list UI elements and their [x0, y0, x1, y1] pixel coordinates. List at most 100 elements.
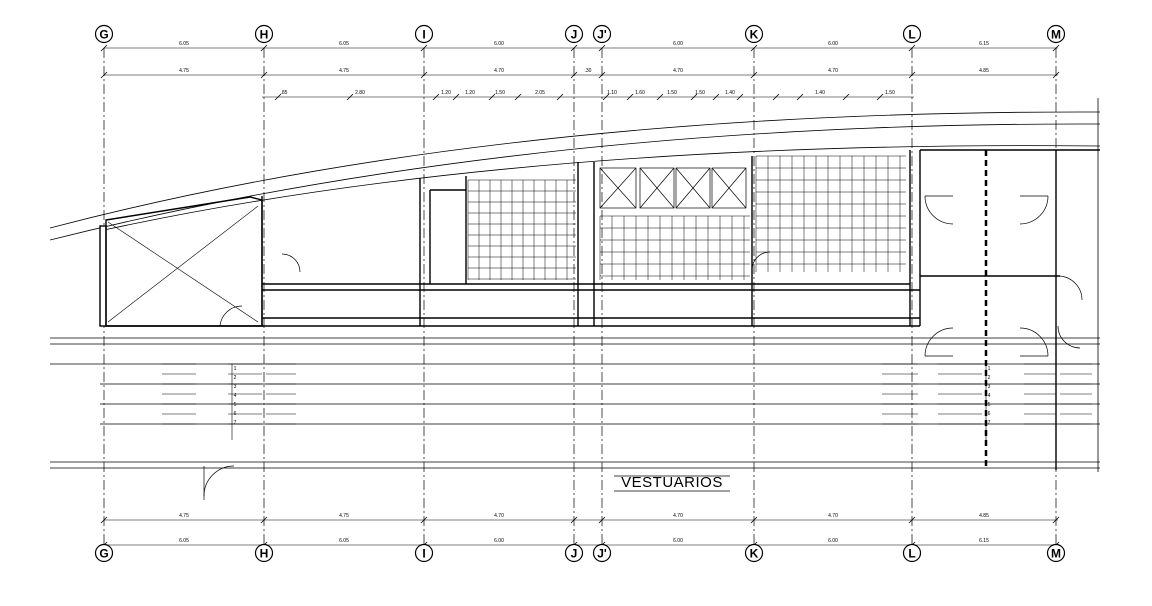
dimension-value: 1.50 — [495, 90, 505, 96]
stair-number: 7 — [988, 420, 991, 426]
dimension-tick — [570, 44, 578, 52]
dimension-tick — [100, 516, 108, 524]
dimension-value: 6.05 — [179, 41, 189, 47]
dimension-value: 4.85 — [979, 68, 989, 74]
dimension-value: 1.50 — [885, 90, 895, 96]
stair-number: 5 — [988, 402, 991, 408]
dimension-tick — [598, 44, 606, 52]
dimension-tick — [100, 71, 108, 79]
axis-label: J — [571, 28, 578, 42]
dimension-tick — [842, 93, 850, 101]
axis-label: J' — [597, 547, 607, 561]
building-walls — [99, 149, 1100, 470]
axis-bubble — [744, 24, 764, 44]
dimension-value: 2.80 — [355, 90, 365, 96]
dimension-tick — [420, 71, 428, 79]
stair-number: 4 — [988, 393, 991, 399]
dimension-tick — [598, 516, 606, 524]
dimension-value: 6.00 — [494, 538, 504, 544]
dimension-tick — [750, 516, 758, 524]
dimension-tick — [876, 93, 884, 101]
axis-label: L — [908, 547, 915, 561]
shaft-cross — [107, 205, 259, 323]
dimension-value: 4.70 — [828, 513, 838, 519]
dimension-value: 6.05 — [179, 538, 189, 544]
dimension-value: .30 — [585, 68, 592, 74]
dimension-tick — [1052, 44, 1060, 52]
dimension-tick — [690, 93, 698, 101]
dimension-tick — [750, 71, 758, 79]
dimension-tick — [602, 93, 610, 101]
dimension-value: 6.00 — [673, 41, 683, 47]
dimension-tick — [1052, 71, 1060, 79]
dimension-value: 2.05 — [535, 90, 545, 96]
stair-number: 2 — [988, 375, 991, 381]
dimension-value: 6.00 — [494, 41, 504, 47]
dimension-value: 4.70 — [494, 513, 504, 519]
axis-bubble — [94, 24, 114, 44]
stair-number: 4 — [234, 393, 237, 399]
dimension-tick — [274, 93, 282, 101]
dimension-value: 1.20 — [441, 90, 451, 96]
dimension-tick — [626, 93, 634, 101]
dimension-tick — [260, 516, 268, 524]
dimension-tick — [656, 93, 664, 101]
dimension-tick — [100, 44, 108, 52]
dimension-tick — [420, 516, 428, 524]
dimension-value: 6.05 — [339, 41, 349, 47]
dimension-tick — [908, 71, 916, 79]
dimension-ticks — [100, 44, 1060, 549]
axis-bubble — [564, 543, 584, 563]
dimension-value: 4.70 — [673, 68, 683, 74]
dimension-value: 4.85 — [979, 513, 989, 519]
dimension-value: 1.60 — [635, 90, 645, 96]
stair-number: 3 — [234, 384, 237, 390]
dimension-value: 1.40 — [815, 90, 825, 96]
axis-label: K — [750, 28, 759, 42]
axis-label: J — [571, 547, 578, 561]
axis-bubble — [254, 24, 274, 44]
dimension-value: 1.20 — [465, 90, 475, 96]
dimension-tick — [346, 93, 354, 101]
axis-bubble — [744, 543, 764, 563]
dimension-tick — [514, 93, 522, 101]
dimension-value: 4.70 — [673, 513, 683, 519]
dimension-value: 4.70 — [494, 68, 504, 74]
shower-stalls — [599, 167, 747, 209]
stair-number: 5 — [234, 402, 237, 408]
dimension-tick — [736, 93, 744, 101]
dimension-value: 6.00 — [828, 538, 838, 544]
axis-label: H — [260, 28, 269, 42]
dimension-tick — [750, 44, 758, 52]
dimension-tick — [796, 93, 804, 101]
corridor-lines — [50, 337, 1100, 469]
axis-label: K — [750, 547, 759, 561]
stair-number: 2 — [234, 375, 237, 381]
dimension-value: 4.75 — [339, 68, 349, 74]
door-swings — [203, 195, 1083, 500]
dimension-value: 6.05 — [339, 538, 349, 544]
axis-bubble — [902, 543, 922, 563]
dimension-lines — [104, 47, 1058, 546]
dimension-tick — [598, 71, 606, 79]
dimension-value: 6.15 — [979, 538, 989, 544]
dimension-value: 1.10 — [607, 90, 617, 96]
drawing-title: VESTUARIOS — [621, 474, 723, 491]
axis-label: I — [422, 28, 425, 42]
axis-bubble — [414, 543, 434, 563]
dimension-tick — [260, 44, 268, 52]
dimension-tick — [908, 516, 916, 524]
curved-facade — [49, 98, 1101, 472]
dimension-tick — [570, 71, 578, 79]
dimension-value: 6.00 — [828, 41, 838, 47]
axis-label: G — [99, 547, 108, 561]
dimension-tick — [420, 44, 428, 52]
axis-label: M — [1051, 547, 1061, 561]
dimension-tick — [488, 93, 496, 101]
dimension-value: 6.15 — [979, 41, 989, 47]
axis-bubble — [592, 24, 612, 44]
